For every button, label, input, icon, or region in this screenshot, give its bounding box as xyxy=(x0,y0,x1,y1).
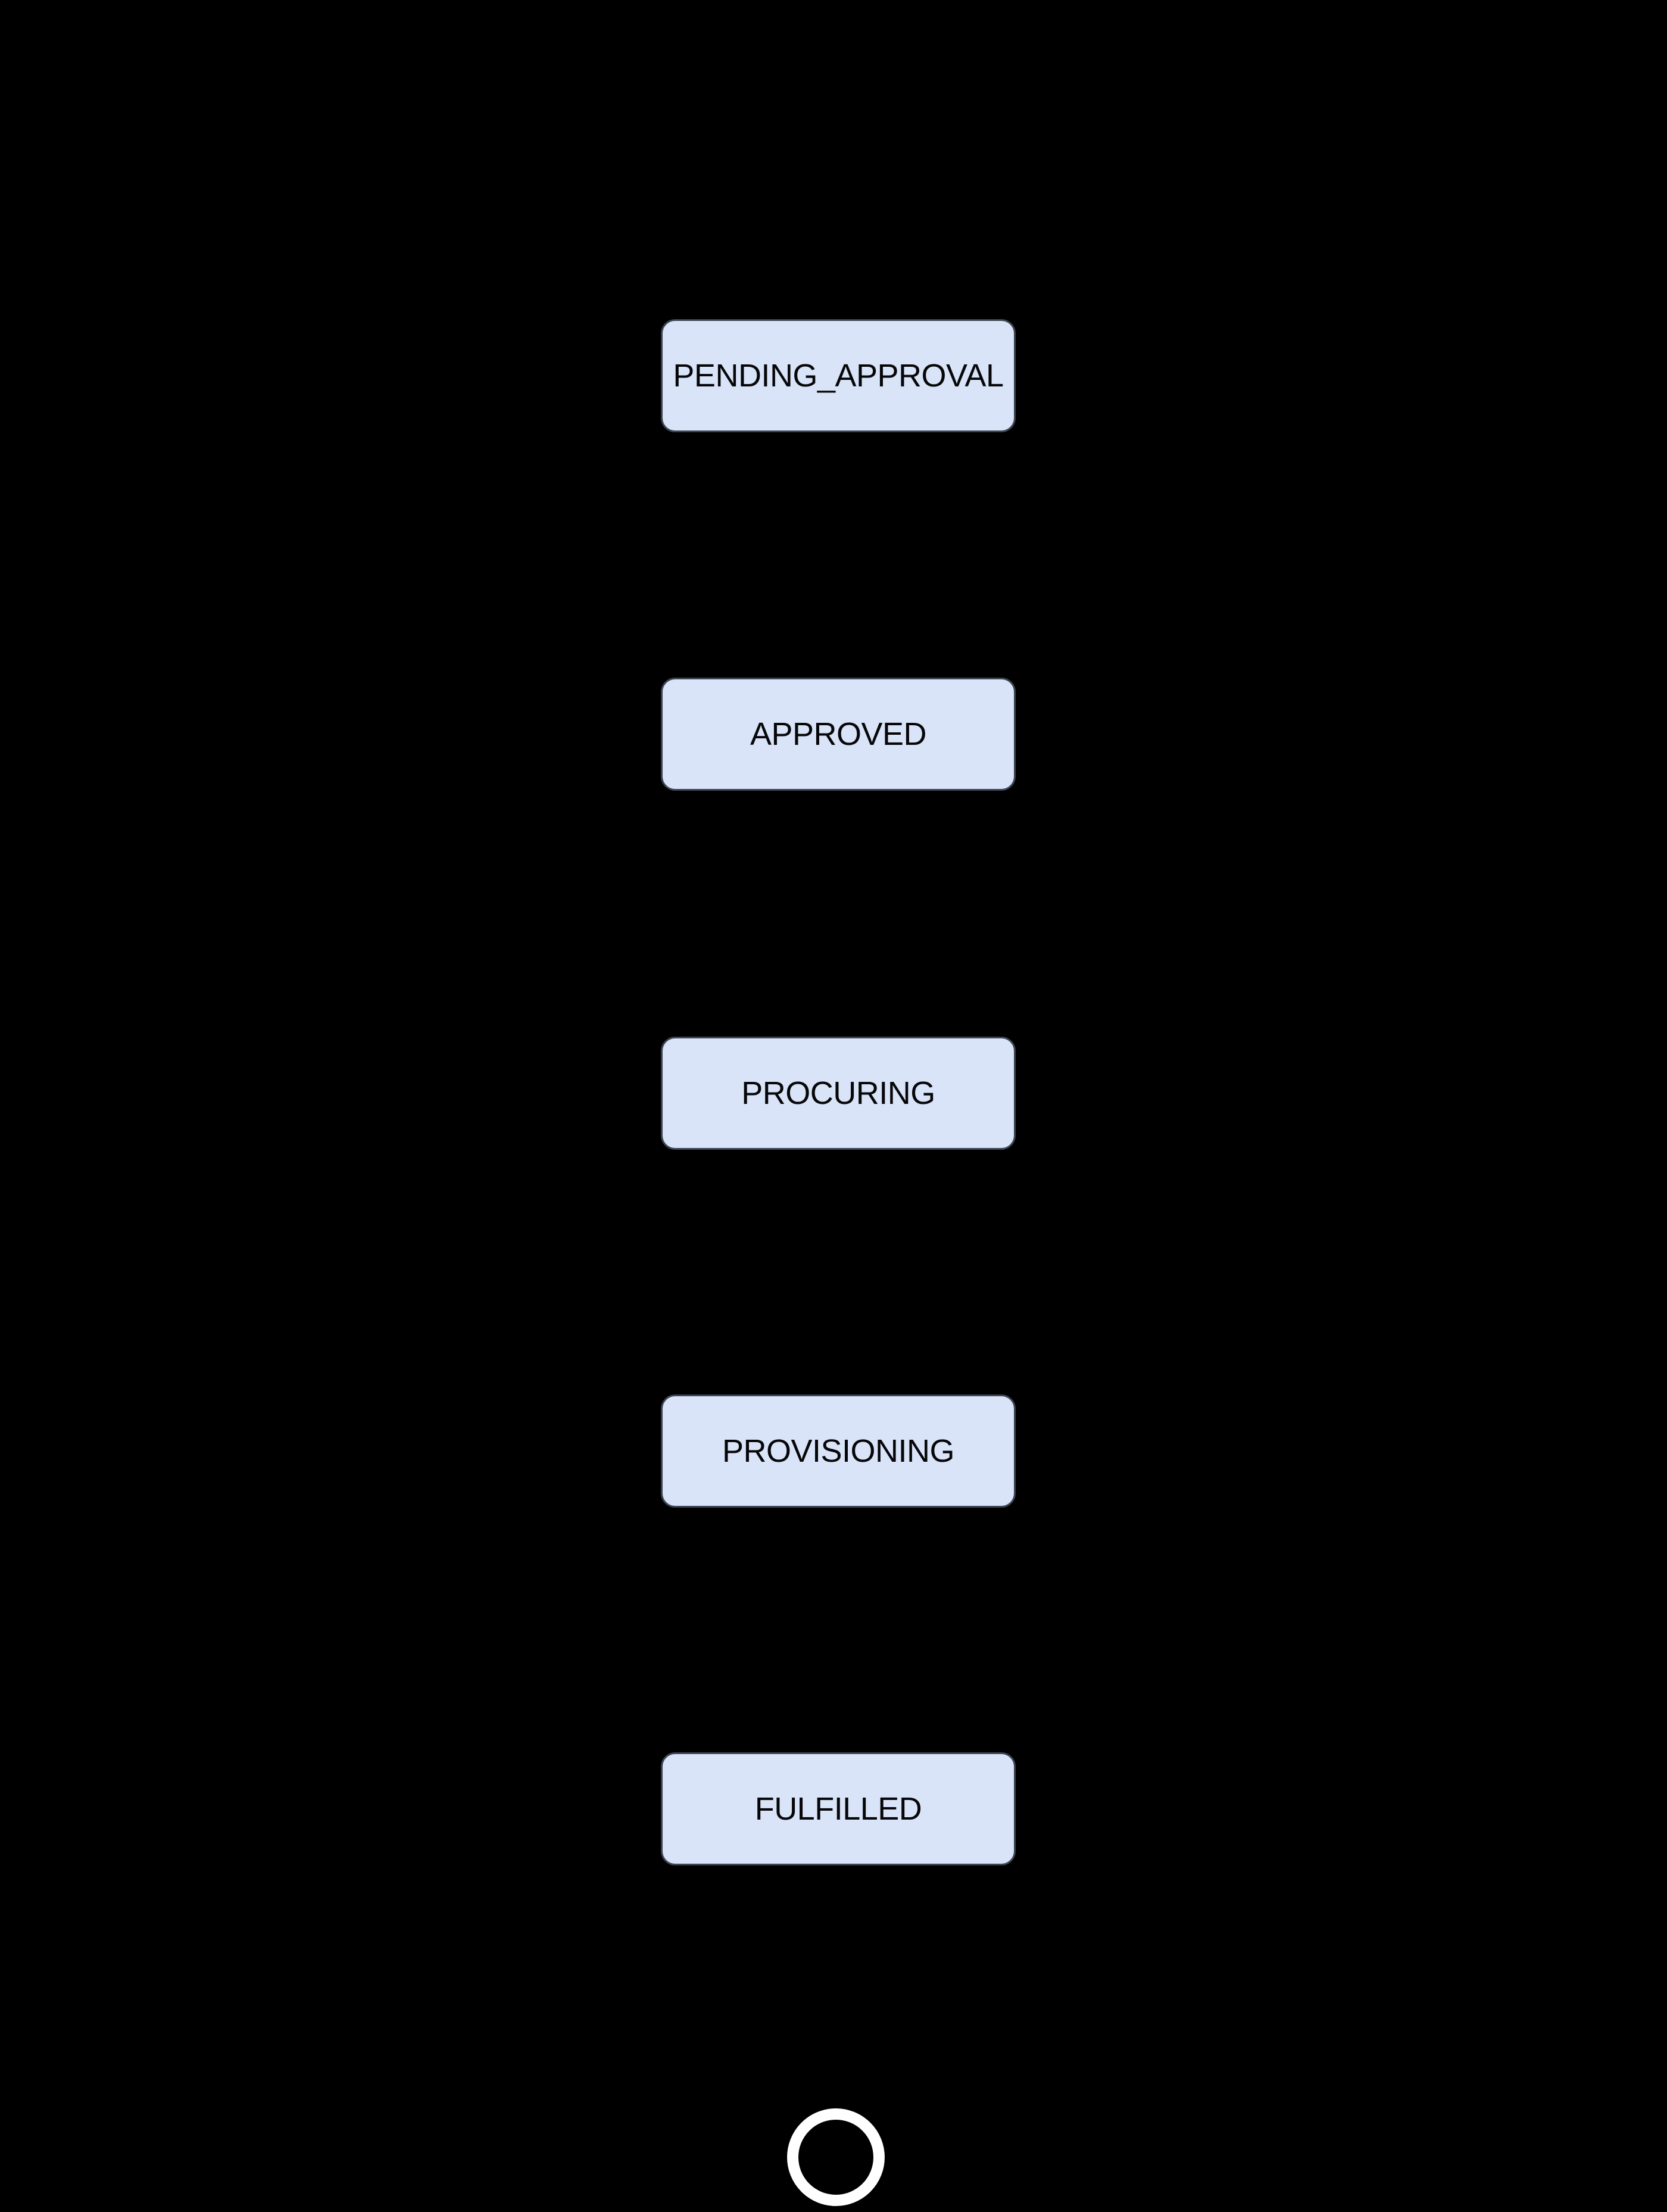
state-label-approved: APPROVED xyxy=(750,716,927,752)
state-node-pending-approval: PENDING_APPROVAL xyxy=(661,319,1016,432)
state-node-provisioning: PROVISIONING xyxy=(661,1394,1016,1508)
state-label-pending-approval: PENDING_APPROVAL xyxy=(673,358,1004,394)
state-label-provisioning: PROVISIONING xyxy=(722,1433,955,1469)
state-label-fulfilled: FULFILLED xyxy=(754,1791,922,1827)
state-node-fulfilled: FULFILLED xyxy=(661,1752,1016,1865)
state-label-procuring: PROCURING xyxy=(741,1075,935,1111)
final-state-ring-icon xyxy=(787,2108,885,2206)
state-node-procuring: PROCURING xyxy=(661,1037,1016,1150)
state-node-approved: APPROVED xyxy=(661,678,1016,791)
